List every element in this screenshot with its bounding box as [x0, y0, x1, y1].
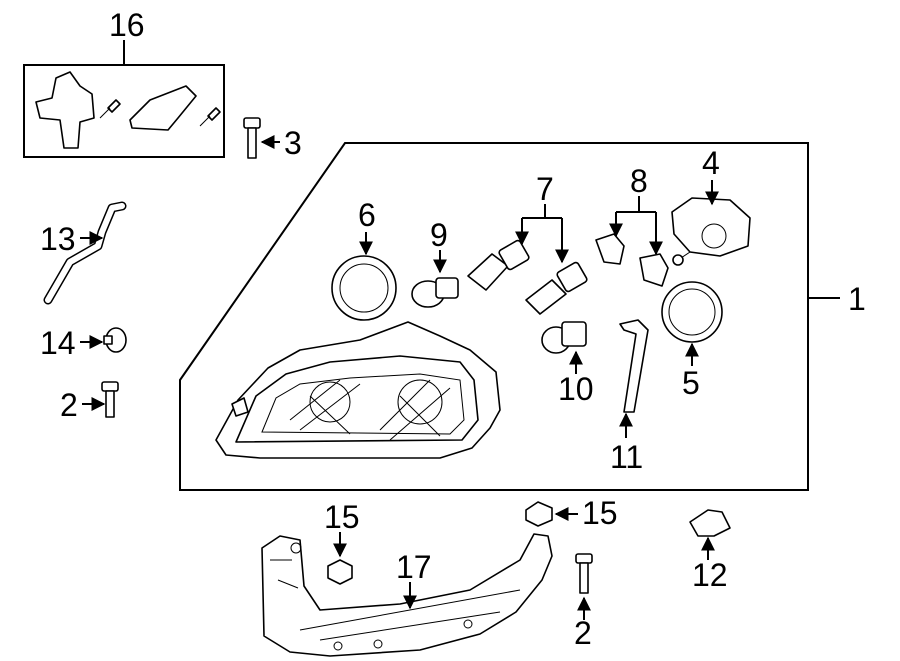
socket-8 [595, 196, 669, 287]
actuator-4 [671, 180, 751, 266]
mounting-kit-box [23, 40, 225, 158]
callout-11: 11 [610, 439, 643, 475]
callout-4: 4 [702, 145, 720, 181]
callout-12: 12 [692, 557, 728, 593]
bulb-12 [689, 509, 731, 560]
callout-15-right: 15 [582, 495, 618, 531]
hose-part [43, 201, 127, 305]
bulb-7 [467, 204, 588, 315]
callout-2-bottom: 2 [574, 615, 592, 651]
headlamp-assembly-box [179, 142, 840, 491]
headlamp-housing [215, 321, 501, 459]
callout-7: 7 [536, 171, 554, 207]
seal-5 [661, 281, 723, 366]
bulb-10 [541, 321, 587, 374]
callout-13: 13 [40, 221, 76, 257]
callout-17: 17 [396, 549, 432, 585]
callout-9: 9 [430, 217, 448, 253]
callout-1: 1 [848, 281, 866, 317]
callout-2-left: 2 [60, 387, 78, 423]
gasket-6 [331, 232, 397, 321]
callout-16: 16 [109, 7, 145, 43]
nut-15-right [525, 501, 578, 527]
callout-8: 8 [630, 163, 648, 199]
screw-part-bottom [575, 553, 593, 620]
callout-10: 10 [558, 371, 594, 407]
clip-part [80, 327, 127, 353]
bracket-17 [261, 533, 553, 657]
bulb-9 [411, 250, 459, 308]
screw-part-left [82, 381, 119, 418]
callout-15-left: 15 [324, 499, 360, 535]
callout-5: 5 [682, 365, 700, 401]
callout-3: 3 [284, 125, 302, 161]
callout-14: 14 [40, 325, 76, 361]
bolt-part [243, 117, 280, 159]
gasket-strip-11 [619, 319, 649, 438]
nut-15-left [327, 532, 353, 585]
callout-6: 6 [358, 197, 376, 233]
